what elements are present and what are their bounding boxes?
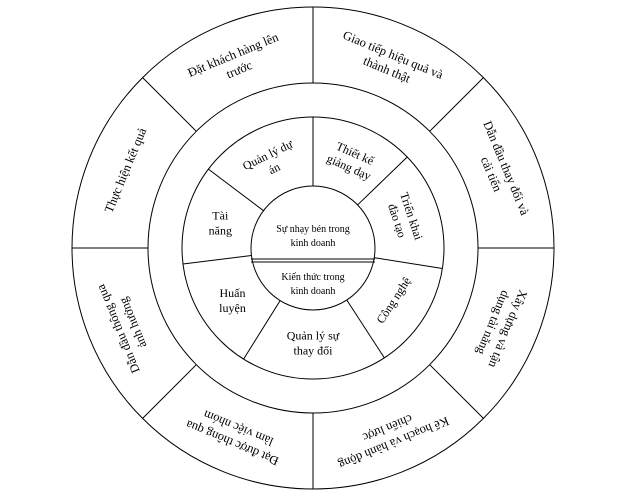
core-bottom-line-1: Kiến thức trong: [281, 272, 344, 283]
middle-divider-3: [346, 299, 385, 359]
middle-dividers: [182, 117, 443, 360]
middle-divider-5: [182, 255, 252, 265]
middle-divider-2: [374, 257, 443, 269]
middle-segment-3-line-2: thay đổi: [294, 344, 334, 358]
outer-dividers: [72, 7, 554, 489]
core-top-line-1: Sự nhạy bén trong: [276, 224, 349, 235]
outer-divider-3: [429, 364, 484, 419]
core-top-line-2: kinh doanh: [291, 238, 336, 249]
core-bottom-line-2: kinh doanh: [291, 286, 336, 297]
middle-segment-4-line-1: Huấn: [220, 286, 246, 300]
middle-segment-3-line-1: Quản lý sự: [287, 329, 340, 343]
middle-divider-4: [243, 300, 281, 360]
middle-segment-6-line-2: án: [266, 160, 282, 178]
outer-divider-1: [429, 77, 484, 132]
middle-segment-5-line-2: năng: [209, 224, 232, 238]
middle-segment-4-line-2: luyện: [219, 301, 246, 315]
middle-divider-6: [208, 168, 264, 212]
middle-divider-1: [357, 156, 408, 206]
middle-segment-5-line-1: Tài: [212, 209, 229, 223]
outer-divider-5: [142, 364, 197, 419]
outer-divider-7: [142, 77, 197, 132]
